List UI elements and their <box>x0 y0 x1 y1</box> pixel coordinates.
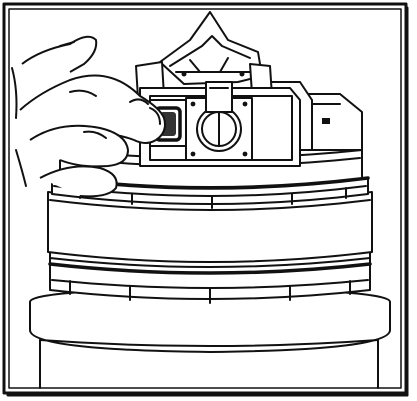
connector-panel <box>139 81 301 167</box>
middle-band <box>47 191 373 263</box>
lower-ring <box>48 250 372 304</box>
screw-hole-right <box>322 118 330 124</box>
finger-pressing-icon <box>11 35 166 198</box>
lower-ring-slots <box>69 280 351 304</box>
round-connector-icon <box>196 106 242 152</box>
bracket-bolt-right <box>239 71 245 77</box>
connector-latch <box>205 81 233 113</box>
bracket-bolt-left <box>181 71 187 77</box>
